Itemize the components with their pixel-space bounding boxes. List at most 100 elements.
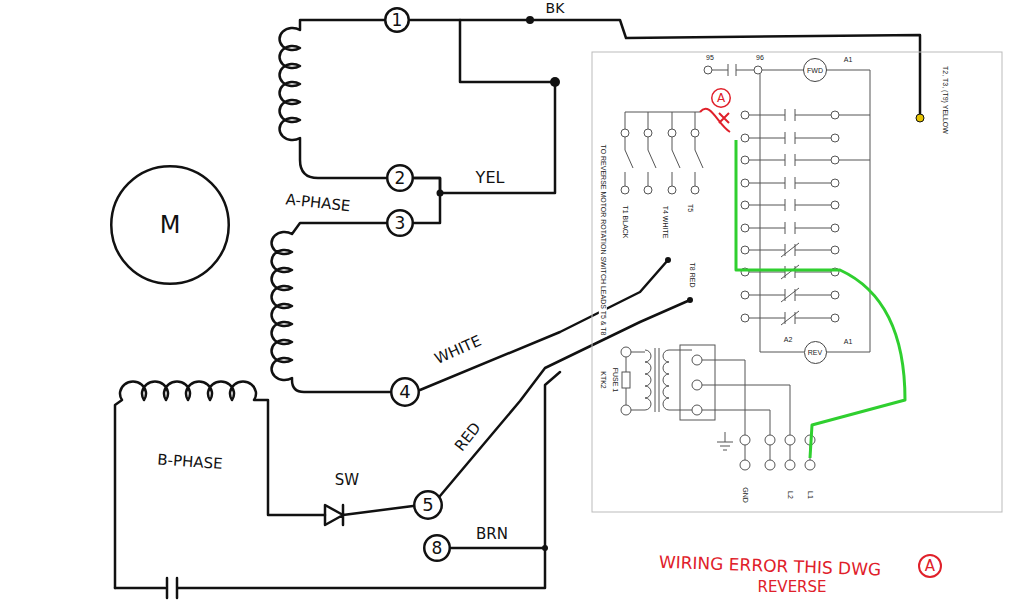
lead-label: T5: [686, 203, 694, 213]
diode-switch: [325, 505, 413, 525]
contact-row: [741, 288, 839, 302]
terminal-label: A2: [783, 336, 794, 344]
contact-row: [741, 109, 870, 121]
terminal-label: L1: [806, 490, 814, 500]
terminal-number: 4: [390, 377, 420, 407]
circle-outline: [804, 59, 827, 82]
circle-outline: [712, 89, 731, 108]
wire-color: YEL: [475, 169, 506, 187]
error-note: WIRING ERROR THIS DWG: [658, 553, 883, 580]
wire-color: RED: [451, 419, 485, 456]
contact-row: [741, 222, 839, 234]
junction-dot: [526, 16, 534, 24]
node-text: 3: [395, 215, 406, 232]
lead-label: T1 BLACK: [621, 204, 629, 239]
terminal-label: 95: [705, 54, 715, 62]
wire-connector: [414, 178, 440, 223]
terminal-label: 96: [755, 54, 765, 62]
circle-outline: [385, 8, 409, 32]
terminal-dot: [621, 186, 629, 194]
motor-letter: M: [160, 213, 181, 237]
contact-row: [741, 132, 839, 144]
b-phase-coil: [115, 382, 325, 588]
terminal-number: 3: [386, 209, 414, 237]
wire-end: [687, 297, 693, 303]
circle-outline: [804, 341, 826, 363]
contact-row: [741, 311, 839, 325]
circle-outline: [414, 491, 442, 519]
a-phase-coil: [272, 223, 390, 392]
ground-symbol: [717, 432, 733, 450]
node-text: 8: [432, 540, 443, 557]
terminal-number: 2: [386, 164, 414, 192]
circle-outline: [424, 535, 450, 561]
contact-row: [741, 177, 839, 189]
wire-color: WHITE: [431, 332, 484, 368]
terminal-dot: [754, 66, 762, 74]
terminal-label: L2: [786, 490, 794, 500]
terminal-dot: [644, 129, 652, 137]
error-mark: [700, 109, 730, 132]
contact-row: [741, 199, 839, 211]
lead-label: T4 WHITE: [661, 205, 669, 240]
terminal-number: 1: [384, 7, 410, 33]
junction-dot: [542, 545, 548, 551]
a-phase-coil: [280, 20, 386, 178]
part-label: FUSE 1: [611, 367, 619, 394]
junction-dots: [437, 16, 694, 551]
terminal-dot: [621, 129, 629, 137]
contactor-coil: FWD: [803, 58, 827, 82]
brown-wire: [451, 547, 545, 550]
terminal-dot: [668, 186, 676, 194]
terminal-number: 8: [423, 534, 451, 562]
wire-color: BRN: [475, 526, 509, 543]
node-text: REV: [808, 349, 822, 356]
callout-marker: A: [918, 554, 942, 578]
supply-terminals: [717, 432, 815, 470]
contact-row: [741, 154, 870, 166]
switch-name: SW: [334, 472, 360, 489]
terminal-label: A1: [843, 56, 854, 64]
wire-end: [665, 257, 671, 263]
circle-outline: [919, 555, 941, 577]
terminal-dot: [691, 186, 699, 194]
switch-blades: [625, 112, 703, 186]
lead-label: T2, T3, (T9) YELLOW: [941, 65, 949, 135]
node-text: FWD: [807, 67, 823, 74]
board-note: TO REVERSE MOTOR ROTATION SWITCH LEADS T…: [599, 144, 607, 337]
node-text: 2: [395, 170, 406, 187]
circle-outline: [391, 378, 419, 406]
lead-label: T8 RED: [688, 262, 696, 289]
terminal-number: 5: [413, 490, 443, 520]
node-text: 4: [399, 383, 410, 401]
winding-name: B-PHASE: [156, 451, 224, 472]
part-label: KTK2: [599, 370, 607, 390]
terminal-label: A1: [843, 338, 854, 346]
highlight-wire: [736, 140, 905, 458]
board-outline: [592, 52, 1002, 512]
motor-wiring: [115, 20, 920, 598]
motor-symbol: M: [110, 165, 230, 285]
contactor-coil: REV: [804, 341, 827, 364]
red-wire: [440, 300, 690, 496]
black-wire: [460, 20, 920, 118]
terminal-label: GND: [741, 486, 749, 504]
contact-row: [741, 265, 839, 279]
contact-row: [741, 243, 839, 257]
circle-outline: [387, 210, 413, 236]
wire-color: BK: [545, 1, 566, 16]
control-board: [592, 52, 1002, 512]
node-text: 5: [422, 496, 433, 514]
node-text: A: [925, 559, 935, 574]
wire-connector: [410, 20, 555, 193]
node-text: A: [717, 92, 725, 104]
transformer-symbol: [621, 345, 790, 435]
node-text: 1: [392, 12, 403, 29]
circle-outline: [387, 165, 413, 191]
terminal-dot: [668, 129, 676, 137]
callout-marker: A: [711, 88, 731, 108]
capacitor-symbol: [115, 372, 560, 598]
